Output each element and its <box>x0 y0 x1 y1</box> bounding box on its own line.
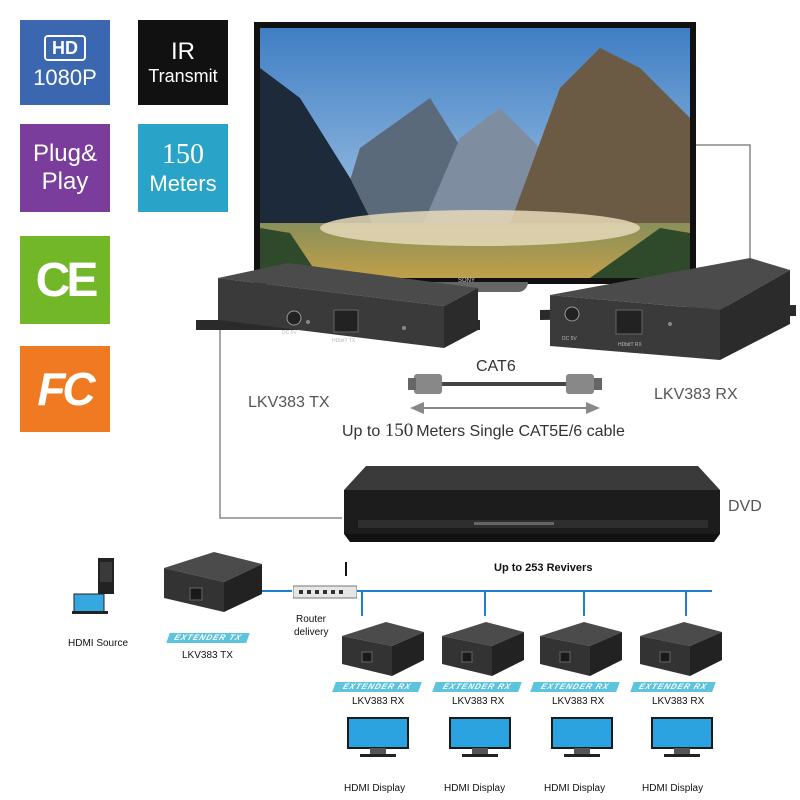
receiver-4-tag: EXTENDER RX <box>630 682 716 692</box>
receiver-4-label: LKV383 RX <box>652 696 705 707</box>
tx-unit: HDbitT TX DC 5V <box>196 258 480 360</box>
hdmi-source-label: HDMI Source <box>68 638 129 649</box>
receiver-3-tag: EXTENDER RX <box>530 682 620 692</box>
rx-label: LKV383 RX <box>654 386 738 403</box>
ce-mark-badge: CE <box>20 236 110 324</box>
hd-badge-line2: 1080P <box>33 64 97 90</box>
receiver-2-unit <box>442 622 524 676</box>
network-title: Up to 253 Revivers <box>494 562 593 574</box>
receiver-3-display-icon <box>551 717 613 757</box>
tv-brand-label: SONY <box>458 278 476 284</box>
receiver-3-display-label: HDMI Display <box>544 783 606 794</box>
network-tx-label: LKV383 TX <box>182 650 233 661</box>
receiver-2-display-icon <box>449 717 511 757</box>
receiver-4-display-icon <box>651 717 713 757</box>
cable-desc-number: 150 <box>384 420 414 441</box>
receiver-4-unit <box>640 622 722 676</box>
dvd-player <box>344 466 720 542</box>
tx-label: LKV383 TX <box>248 394 330 411</box>
cable-desc-prefix: Up to <box>342 423 385 440</box>
tx-port-label: HDbitT TX <box>332 338 356 344</box>
ir-badge-line1: IR <box>171 38 195 65</box>
cable-name: CAT6 <box>476 358 516 375</box>
hd-badge-line1: HD <box>44 34 86 61</box>
receiver-4-display-label: HDMI Display <box>642 783 704 794</box>
ce-mark-text: CE <box>35 253 99 307</box>
tv-screen-landscape <box>260 28 690 278</box>
ir-badge-line2: Transmit <box>148 66 218 86</box>
tx-extender-tag: EXTENDER TX <box>166 633 250 643</box>
cable-desc-suffix: Meters Single CAT5E/6 cable <box>416 423 625 440</box>
tv <box>254 22 696 284</box>
rx-unit: HDbitT RX DC 5V <box>520 250 796 362</box>
hd-1080p-badge: HD 1080P <box>20 20 110 105</box>
receiver-1-unit <box>342 622 424 676</box>
meters-badge: 150 Meters <box>138 124 228 212</box>
receiver-2-tag: EXTENDER RX <box>432 682 522 692</box>
hdmi-source-icon <box>72 558 114 614</box>
plug-play-badge: Plug& Play <box>20 124 110 212</box>
receiver-3-label: LKV383 RX <box>552 696 605 707</box>
router-label-line2: delivery <box>294 627 329 638</box>
network-tx-unit <box>164 552 262 612</box>
receiver-1-display-icon <box>347 717 409 757</box>
receiver-2-label: LKV383 RX <box>452 696 505 707</box>
network-lines <box>262 562 712 616</box>
receiver-1-label: LKV383 RX <box>352 696 405 707</box>
cat6-cable <box>408 374 602 414</box>
tx-unit-body <box>196 263 480 348</box>
meters-badge-line2: Meters <box>149 171 217 196</box>
receiver-1-tag: EXTENDER RX <box>332 682 422 692</box>
fc-mark-text: FC <box>37 363 95 415</box>
rx-unit-body <box>540 258 796 360</box>
rx-dc-label: DC 5V <box>562 336 577 342</box>
meters-badge-line1: 150 <box>162 139 204 170</box>
receiver-2-display-label: HDMI Display <box>444 783 506 794</box>
receiver-1-display-label: HDMI Display <box>344 783 406 794</box>
receiver-3-unit <box>540 622 622 676</box>
router-icon <box>293 585 357 599</box>
dvd-label: DVD <box>728 498 762 515</box>
plug-badge-line1: Plug& <box>32 140 98 167</box>
ir-transmit-badge: IR Transmit <box>138 20 228 105</box>
tx-dc-label: DC 5V <box>282 330 297 336</box>
fc-mark-badge: FC <box>20 346 110 432</box>
rx-port-label: HDbitT RX <box>618 342 642 348</box>
plug-badge-line2: Play <box>41 168 89 195</box>
router-label-line1: Router <box>296 614 327 625</box>
